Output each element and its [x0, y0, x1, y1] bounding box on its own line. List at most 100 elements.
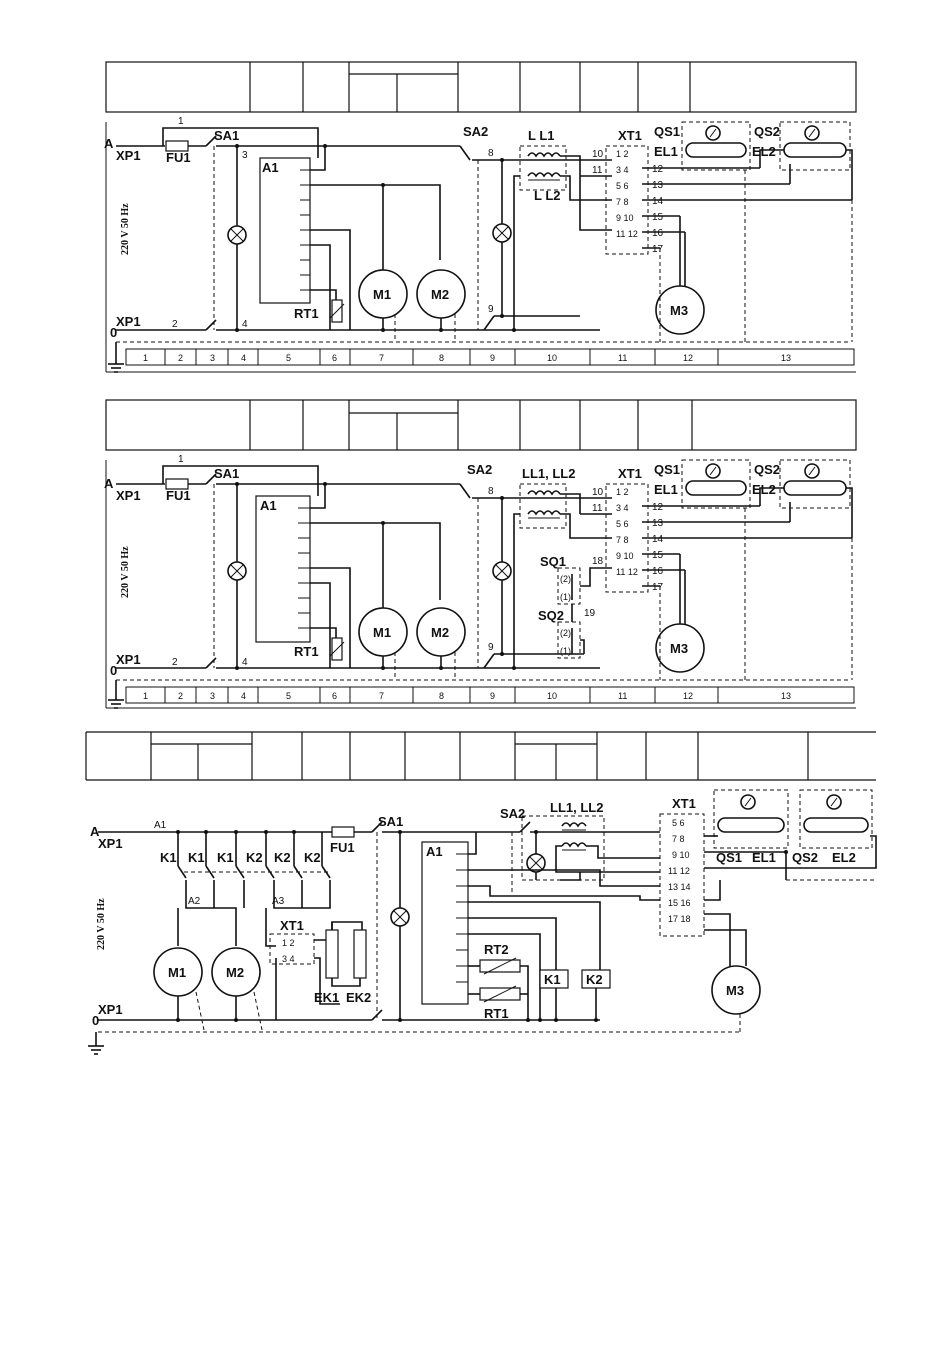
svg-text:5 6: 5 6 [616, 181, 629, 191]
svg-text:11 12: 11 12 [616, 567, 638, 577]
el2-label: EL2 [752, 144, 776, 159]
svg-text:M3: M3 [670, 303, 688, 318]
plug-label: XP1 [116, 148, 141, 163]
svg-text:10: 10 [547, 691, 557, 701]
lamp-el2 [779, 121, 851, 171]
svg-text:K1: K1 [217, 850, 234, 865]
svg-text:13 14: 13 14 [668, 882, 691, 892]
svg-text:7 8: 7 8 [616, 197, 629, 207]
terminal-block-xt1-a [269, 933, 315, 965]
svg-text:XP1: XP1 [116, 652, 141, 667]
lamp-el1-3 [713, 789, 789, 849]
motor-m3-2 [655, 623, 705, 673]
limit-switch-sq2 [557, 621, 581, 659]
lamp-el2-2 [779, 459, 851, 509]
svg-text:M2: M2 [226, 965, 244, 980]
svg-text:K2: K2 [304, 850, 321, 865]
svg-text:4: 4 [241, 691, 246, 701]
svg-text:EL2: EL2 [832, 850, 856, 865]
svg-text:QS2: QS2 [792, 850, 818, 865]
svg-text:17: 17 [652, 582, 664, 593]
svg-text:0: 0 [110, 663, 117, 678]
heater-ek2 [353, 929, 367, 979]
svg-text:SA1: SA1 [214, 466, 239, 481]
diagram-3: 220 V 50 Hz A XP1 A1 FU1 SA1 K1 K1 K1 K2… [85, 731, 877, 1055]
svg-text:7 8: 7 8 [672, 834, 685, 844]
svg-text:14: 14 [652, 534, 664, 545]
svg-text:RT1: RT1 [484, 1006, 509, 1021]
svg-text:18: 18 [592, 556, 604, 567]
svg-text:EK2: EK2 [346, 990, 371, 1005]
svg-text:11: 11 [592, 165, 603, 176]
svg-text:2: 2 [172, 657, 178, 668]
svg-text:A: A [90, 824, 100, 839]
svg-text:RT2: RT2 [484, 942, 509, 957]
controller-a1-3 [421, 841, 469, 1005]
qs1-label: QS1 [654, 124, 680, 139]
svg-text:SA2: SA2 [500, 806, 525, 821]
svg-text:XP1: XP1 [98, 836, 123, 851]
xt1-a-label: XT1 [280, 918, 304, 933]
phase-label: A [104, 136, 114, 151]
svg-text:(2): (2) [560, 574, 571, 584]
header-table-1 [105, 61, 857, 113]
svg-text:QS1: QS1 [716, 850, 742, 865]
sq2-label: SQ2 [538, 608, 564, 623]
svg-text:12: 12 [652, 164, 664, 175]
svg-text:9 10: 9 10 [616, 551, 634, 561]
sa1-label: SA1 [214, 128, 239, 143]
svg-text:220 V 50 Hz: 220 V 50 Hz [96, 898, 107, 950]
svg-text:M1: M1 [168, 965, 186, 980]
svg-text:EL1: EL1 [752, 850, 776, 865]
svg-text:15 16: 15 16 [668, 898, 691, 908]
svg-text:0: 0 [92, 1013, 99, 1028]
svg-text:K2: K2 [586, 972, 603, 987]
svg-text:4: 4 [242, 657, 248, 668]
svg-text:K1: K1 [188, 850, 205, 865]
lamp-el1 [681, 121, 751, 171]
svg-text:11: 11 [618, 353, 627, 363]
heater-ek1 [325, 929, 339, 979]
svg-text:3 4: 3 4 [282, 954, 295, 964]
lamp-el2-3 [799, 789, 873, 849]
svg-text:EK1: EK1 [314, 990, 339, 1005]
svg-text:(1): (1) [560, 592, 571, 602]
svg-text:K1: K1 [160, 850, 177, 865]
svg-text:6: 6 [332, 691, 337, 701]
svg-text:SA2: SA2 [467, 462, 492, 477]
svg-text:3: 3 [210, 353, 215, 363]
svg-text:5 6: 5 6 [616, 519, 629, 529]
svg-text:XP1: XP1 [116, 314, 141, 329]
svg-text:8: 8 [439, 691, 444, 701]
svg-text:3 4: 3 4 [616, 165, 629, 175]
ll1-label: L L1 [528, 128, 555, 143]
svg-text:220 V 50 Hz: 220 V 50 Hz [120, 546, 131, 598]
svg-text:4: 4 [242, 319, 248, 330]
svg-text:2: 2 [178, 353, 183, 363]
sq1-label: SQ1 [540, 554, 566, 569]
svg-text:16: 16 [652, 566, 664, 577]
svg-text:13: 13 [781, 353, 791, 363]
svg-text:5: 5 [286, 691, 291, 701]
svg-text:17: 17 [652, 244, 664, 255]
svg-text:A2: A2 [188, 896, 201, 907]
terminal-block-xt1-2 [605, 483, 649, 593]
ll2-label: L L2 [534, 188, 561, 203]
voltage-label: 220 V 50 Hz [120, 203, 131, 255]
svg-text:XP1: XP1 [98, 1002, 123, 1017]
svg-text:M1: M1 [373, 287, 391, 302]
svg-text:XT1: XT1 [672, 796, 696, 811]
svg-text:8: 8 [488, 486, 494, 497]
svg-text:4: 4 [241, 353, 246, 363]
contactor-k1-k2: K1 K1 K1 K2 K2 K2 [160, 832, 331, 879]
svg-text:A1: A1 [426, 844, 443, 859]
svg-text:17 18: 17 18 [668, 914, 691, 924]
svg-text:13: 13 [781, 691, 791, 701]
svg-text:A1: A1 [260, 498, 277, 513]
svg-text:13: 13 [652, 180, 664, 191]
svg-text:LL1, LL2: LL1, LL2 [550, 800, 603, 815]
svg-text:15: 15 [652, 550, 664, 561]
el1-label: EL1 [654, 144, 678, 159]
svg-text:0: 0 [110, 325, 117, 340]
